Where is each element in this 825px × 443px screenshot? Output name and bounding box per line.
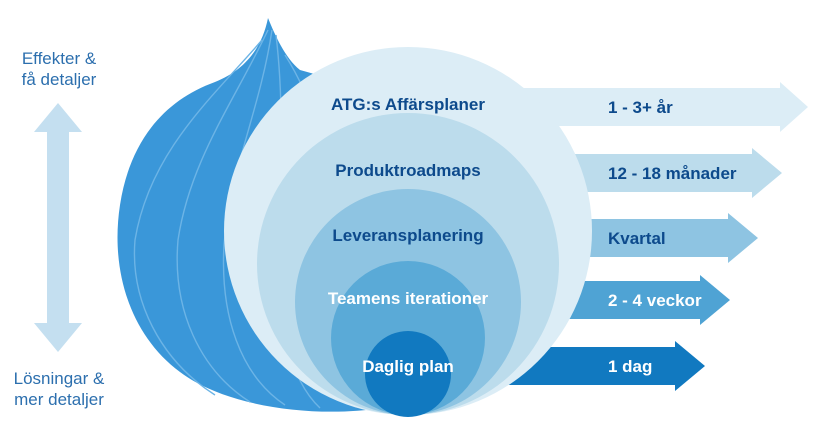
arrow-shape-2 xyxy=(540,148,782,198)
onion-stripe-1 xyxy=(133,39,263,396)
level-label-1: ATG:s Affärsplaner xyxy=(331,95,485,114)
level-circle-5 xyxy=(365,331,451,417)
planning-levels: ATG:s AffärsplanerProduktroadmapsLeveran… xyxy=(224,47,592,417)
onion-stripe-3 xyxy=(222,29,286,406)
horizon-arrow-4: 2 - 4 veckor xyxy=(565,275,730,325)
double-arrow-icon xyxy=(34,103,82,352)
horizon-label-1: 1 - 3+ år xyxy=(608,98,673,117)
level-label-3: Leveransplanering xyxy=(332,226,483,245)
solutions-label-line-2: mer detaljer xyxy=(14,390,104,409)
horizon-label-3: Kvartal xyxy=(608,229,666,248)
horizon-label-5: 1 dag xyxy=(608,357,652,376)
arrow-shape-4 xyxy=(565,275,730,325)
arrow-shape-5 xyxy=(505,341,705,391)
horizon-arrow-5: 1 dag xyxy=(505,341,705,391)
horizon-label-2: 12 - 18 månader xyxy=(608,164,737,183)
effects-label: Effekter & få detaljer xyxy=(0,48,118,90)
double-arrow-shape xyxy=(34,103,82,352)
effects-label-line-1: Effekter & xyxy=(21,49,97,68)
horizon-arrow-2: 12 - 18 månader xyxy=(540,148,782,198)
solutions-label-line-1: Lösningar & xyxy=(13,369,105,388)
effects-label-line-2: få detaljer xyxy=(21,70,97,89)
level-label-4: Teamens iterationer xyxy=(328,289,489,308)
level-label-2: Produktroadmaps xyxy=(335,161,480,180)
onion-stripe-2 xyxy=(176,29,269,403)
horizon-label-4: 2 - 4 veckor xyxy=(608,291,702,310)
solutions-label: Lösningar & mer detaljer xyxy=(0,368,118,410)
level-label-5: Daglig plan xyxy=(362,357,454,376)
horizon-arrow-3: Kvartal xyxy=(585,213,758,263)
arrow-shape-3 xyxy=(585,213,758,263)
